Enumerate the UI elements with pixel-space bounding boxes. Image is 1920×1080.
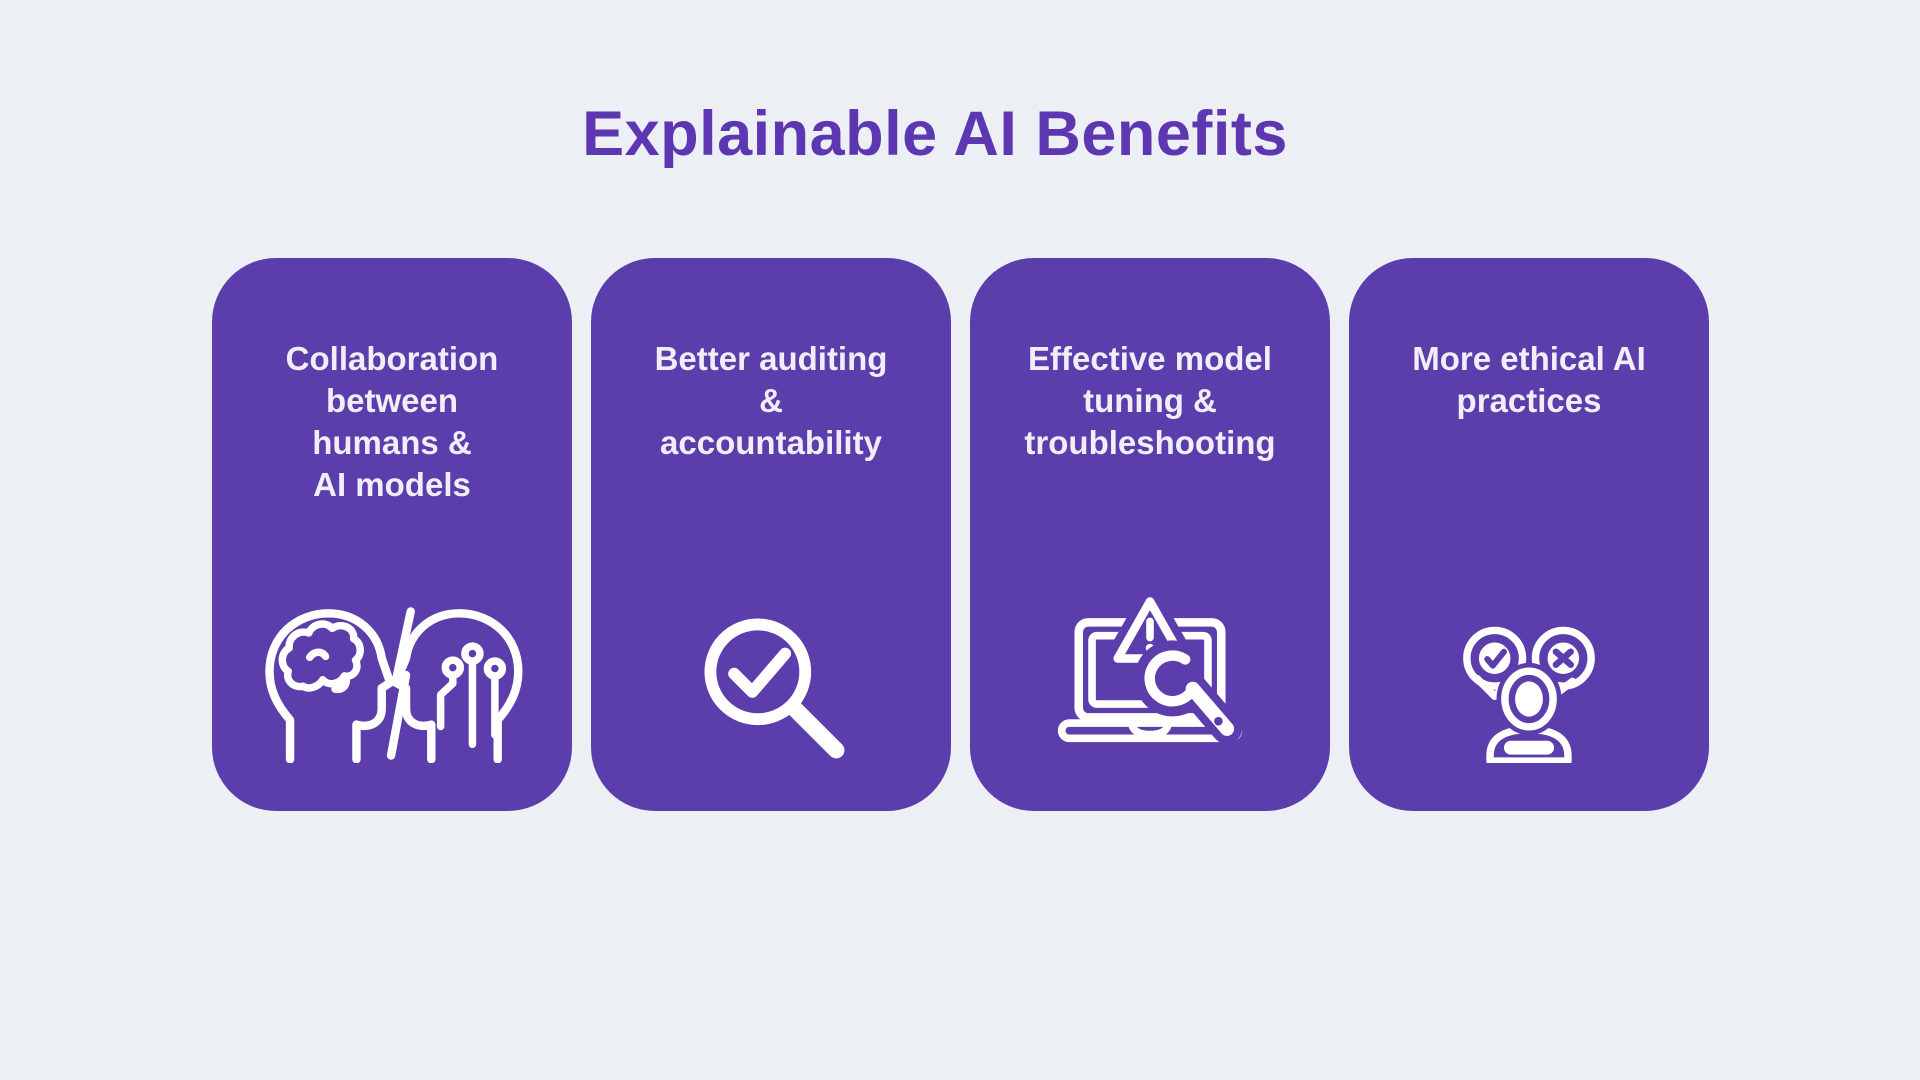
benefit-cards-row: Collaboration between humans & AI models <box>212 258 1709 811</box>
card-text-line: Effective model <box>1028 340 1272 377</box>
card-tuning: Effective model tuning & troubleshooting <box>970 258 1330 811</box>
card-auditing: Better auditing & accountability <box>591 258 951 811</box>
laptop-repair-warning-icon <box>970 592 1330 763</box>
card-text-line: Collaboration <box>285 340 499 377</box>
card-tuning-text: Effective model tuning & troubleshooting <box>984 338 1316 464</box>
card-text-line: tuning & <box>1083 382 1217 419</box>
card-text-line: humans & <box>312 424 472 461</box>
card-auditing-text: Better auditing & accountability <box>605 338 937 464</box>
card-ethics-text: More ethical AI practices <box>1363 338 1695 422</box>
card-text-line: & <box>759 382 783 419</box>
card-ethics: More ethical AI practices <box>1349 258 1709 811</box>
magnifier-check-icon <box>591 608 951 763</box>
page-title: Explainable AI Benefits <box>582 99 1288 169</box>
card-text-line: troubleshooting <box>1024 424 1276 461</box>
card-text-line: accountability <box>660 424 882 461</box>
card-collaboration: Collaboration between humans & AI models <box>212 258 572 811</box>
card-text-line: between <box>325 382 459 419</box>
card-text-line: More ethical AI <box>1412 340 1646 377</box>
card-collaboration-text: Collaboration between humans & AI models <box>226 338 558 506</box>
card-text-line: practices <box>1456 382 1602 419</box>
card-text-line: Better auditing <box>654 340 888 377</box>
human-ai-heads-icon <box>212 604 572 763</box>
person-feedback-icon <box>1349 610 1709 763</box>
card-text-line: AI models <box>313 466 471 503</box>
